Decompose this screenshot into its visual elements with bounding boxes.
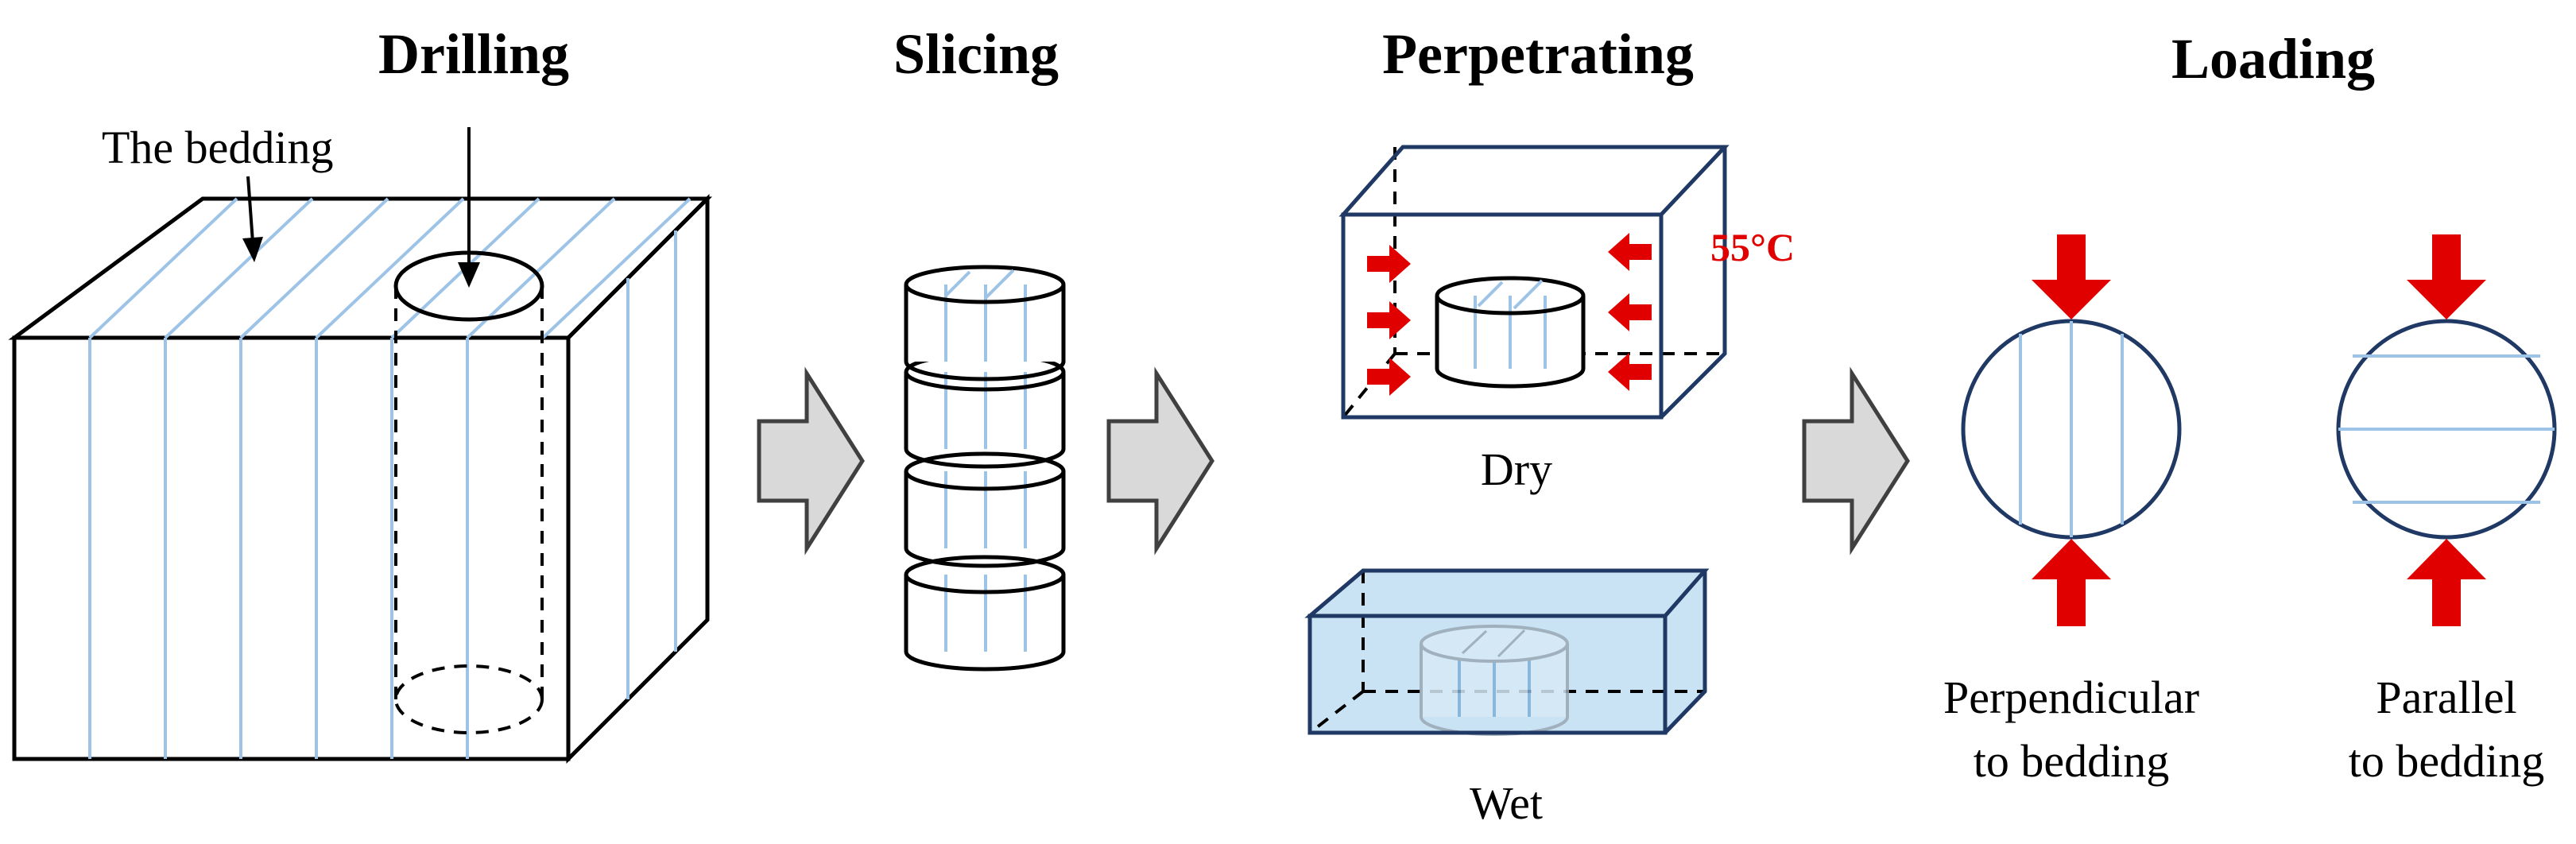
- disc-2: [904, 352, 1066, 469]
- disc-4: [904, 555, 1066, 672]
- force-arrow-top-parallel: [2407, 234, 2486, 319]
- label-perpendicular-line2: to bedding: [1974, 735, 2169, 787]
- title-perpetrating: Perpetrating: [1382, 22, 1694, 86]
- loading-perpendicular: [1961, 234, 2182, 626]
- core-bottom-ellipse: [394, 664, 544, 734]
- block-top-face: [8, 196, 713, 340]
- block-front-face: [12, 335, 571, 761]
- disc-3: [904, 451, 1066, 568]
- process-arrow-1: [757, 366, 865, 556]
- title-slicing: Slicing: [893, 22, 1059, 86]
- drill-arrow: [458, 127, 480, 288]
- label-dry: Dry: [1481, 443, 1552, 495]
- block-side-face: [566, 193, 710, 765]
- title-drilling: Drilling: [378, 22, 569, 86]
- label-parallel-line2: to bedding: [2349, 735, 2544, 787]
- top-bedding-lines: [88, 197, 691, 339]
- label-temperature: 55°C: [1710, 225, 1795, 269]
- force-arrow-top-perpendicular: [2032, 234, 2111, 319]
- force-arrow-bottom-parallel: [2407, 539, 2486, 626]
- heat-arrows-left: [1367, 245, 1411, 396]
- label-wet: Wet: [1470, 777, 1543, 829]
- wet-water-tank: [1304, 568, 1710, 736]
- process-arrow-3: [1802, 366, 1910, 556]
- heat-arrows-right: [1608, 233, 1652, 391]
- label-the-bedding: The bedding: [102, 122, 334, 173]
- loading-parallel: [2336, 234, 2557, 626]
- front-bedding-lines: [88, 338, 469, 759]
- label-perpendicular-line1: Perpendicular: [1943, 672, 2199, 723]
- disc-1: [904, 265, 1066, 381]
- dry-sample-disc: [1435, 276, 1586, 389]
- force-arrow-bottom-perpendicular: [2032, 539, 2111, 626]
- sliced-discs-stack: [904, 265, 1066, 672]
- wet-sample-disc: [1420, 625, 1569, 736]
- dry-oven: 55°C: [1338, 145, 1795, 420]
- bedding-pointer-arrow: [242, 176, 263, 262]
- title-loading: Loading: [2171, 27, 2375, 91]
- side-bedding-lines: [626, 230, 677, 699]
- rock-block: The bedding: [8, 122, 713, 765]
- label-parallel-line1: Parallel: [2376, 672, 2516, 723]
- process-arrow-2: [1106, 366, 1214, 556]
